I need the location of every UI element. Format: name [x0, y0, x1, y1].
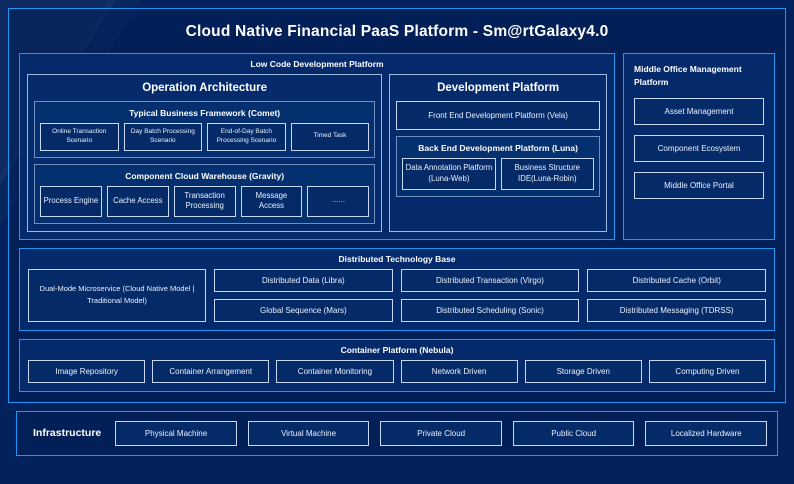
- panel-distributed-technology-base: Distributed Technology Base Dual-Mode Mi…: [19, 247, 775, 331]
- chip-localized-hardware[interactable]: Localized Hardware: [645, 420, 767, 446]
- distributed-technology-base-title: Distributed Technology Base: [338, 253, 456, 264]
- panel-middle-office-management-platform: Middle Office Management Platform Asset …: [623, 53, 775, 240]
- chip-virtual-machine[interactable]: Virtual Machine: [247, 420, 370, 446]
- page-title: Cloud Native Financial PaaS Platform - S…: [185, 23, 609, 40]
- subpanel-development-platform: Development Platform Front End Developme…: [389, 74, 607, 232]
- chip-dual-mode-microservice[interactable]: Dual-Mode Microservice (Cloud Native Mod…: [28, 268, 206, 322]
- chip-distributed-messaging[interactable]: Distributed Messaging (TDRSS): [587, 298, 767, 322]
- chip-middle-office-portal[interactable]: Middle Office Portal: [634, 171, 764, 199]
- top-row: Low Code Development Platform Operation …: [19, 53, 775, 240]
- chip-image-repository[interactable]: Image Repository: [28, 359, 146, 383]
- group-back-end-development-platform: Back End Development Platform (Luna) Dat…: [396, 136, 600, 197]
- dtb-column-3: Distributed Cache (Orbit) Distributed Me…: [587, 268, 767, 322]
- architecture-diagram: Cloud Native Financial PaaS Platform - S…: [8, 8, 786, 456]
- chip-storage-driven[interactable]: Storage Driven: [524, 359, 642, 383]
- chip-physical-machine[interactable]: Physical Machine: [115, 420, 237, 446]
- subpanel-operation-architecture: Operation Architecture Typical Business …: [27, 74, 383, 232]
- chip-network-driven[interactable]: Network Driven: [400, 359, 518, 383]
- chip-message-access[interactable]: Message Access: [240, 185, 303, 217]
- chip-front-end-development-platform[interactable]: Front End Development Platform (Vela): [396, 101, 600, 130]
- chip-more-ellipsis[interactable]: ……: [307, 185, 370, 217]
- panel-infrastructure: Infrastructure Physical Machine Virtual …: [16, 410, 778, 456]
- panel-container-platform: Container Platform (Nebula) Image Reposi…: [19, 338, 775, 392]
- low-code-title: Low Code Development Platform: [250, 59, 384, 69]
- chip-distributed-transaction[interactable]: Distributed Transaction (Virgo): [400, 268, 580, 292]
- typical-business-framework-title: Typical Business Framework (Comet): [129, 108, 281, 118]
- chip-asset-management[interactable]: Asset Management: [634, 97, 764, 125]
- dtb-column-2: Distributed Transaction (Virgo) Distribu…: [400, 268, 580, 322]
- panel-low-code-development-platform: Low Code Development Platform Operation …: [19, 53, 615, 240]
- dtb-column-1: Distributed Data (Libra) Global Sequence…: [214, 268, 393, 322]
- chip-distributed-data[interactable]: Distributed Data (Libra): [214, 268, 393, 292]
- group-component-cloud-warehouse: Component Cloud Warehouse (Gravity) Proc…: [34, 163, 376, 224]
- container-platform-title: Container Platform (Nebula): [340, 344, 454, 355]
- chip-end-of-day-batch-processing-scenario[interactable]: End-of-Day Batch Processing Scenario: [207, 123, 286, 151]
- chip-cache-access[interactable]: Cache Access: [106, 185, 169, 217]
- chip-day-batch-processing-scenario[interactable]: Day Batch Processing Scenario: [123, 123, 203, 151]
- chip-computing-driven[interactable]: Computing Driven: [648, 359, 767, 383]
- chip-data-annotation-platform[interactable]: Data Annotation Platform (Luna-Web): [402, 158, 496, 190]
- chip-transaction-processing[interactable]: Transaction Processing: [173, 185, 236, 217]
- back-end-development-platform-title: Back End Development Platform (Luna): [418, 143, 578, 153]
- platform-frame: Cloud Native Financial PaaS Platform - S…: [8, 8, 786, 403]
- middle-office-title: Middle Office Management Platform: [634, 64, 742, 87]
- chip-container-arrangement[interactable]: Container Arrangement: [152, 359, 270, 383]
- chip-distributed-cache[interactable]: Distributed Cache (Orbit): [587, 268, 767, 292]
- chip-component-ecosystem[interactable]: Component Ecosystem: [634, 134, 764, 162]
- chip-public-cloud[interactable]: Public Cloud: [512, 420, 635, 446]
- operation-architecture-title: Operation Architecture: [142, 82, 268, 94]
- chip-container-monitoring[interactable]: Container Monitoring: [276, 359, 394, 383]
- group-typical-business-framework: Typical Business Framework (Comet) Onlin…: [34, 101, 376, 158]
- component-cloud-warehouse-title: Component Cloud Warehouse (Gravity): [125, 170, 285, 181]
- chip-distributed-scheduling[interactable]: Distributed Scheduling (Sonic): [400, 298, 580, 322]
- chip-process-engine[interactable]: Process Engine: [40, 185, 102, 217]
- chip-private-cloud[interactable]: Private Cloud: [380, 420, 502, 446]
- infrastructure-label: Infrastructure: [33, 427, 102, 440]
- chip-business-structure-ide[interactable]: Business Structure IDE(Luna-Robin): [500, 158, 594, 190]
- chip-online-transaction-scenario[interactable]: Online Transaction Scenario: [40, 123, 119, 151]
- development-platform-title: Development Platform: [437, 82, 560, 94]
- chip-timed-task[interactable]: Timed Task: [290, 123, 370, 151]
- chip-global-sequence[interactable]: Global Sequence (Mars): [214, 298, 393, 322]
